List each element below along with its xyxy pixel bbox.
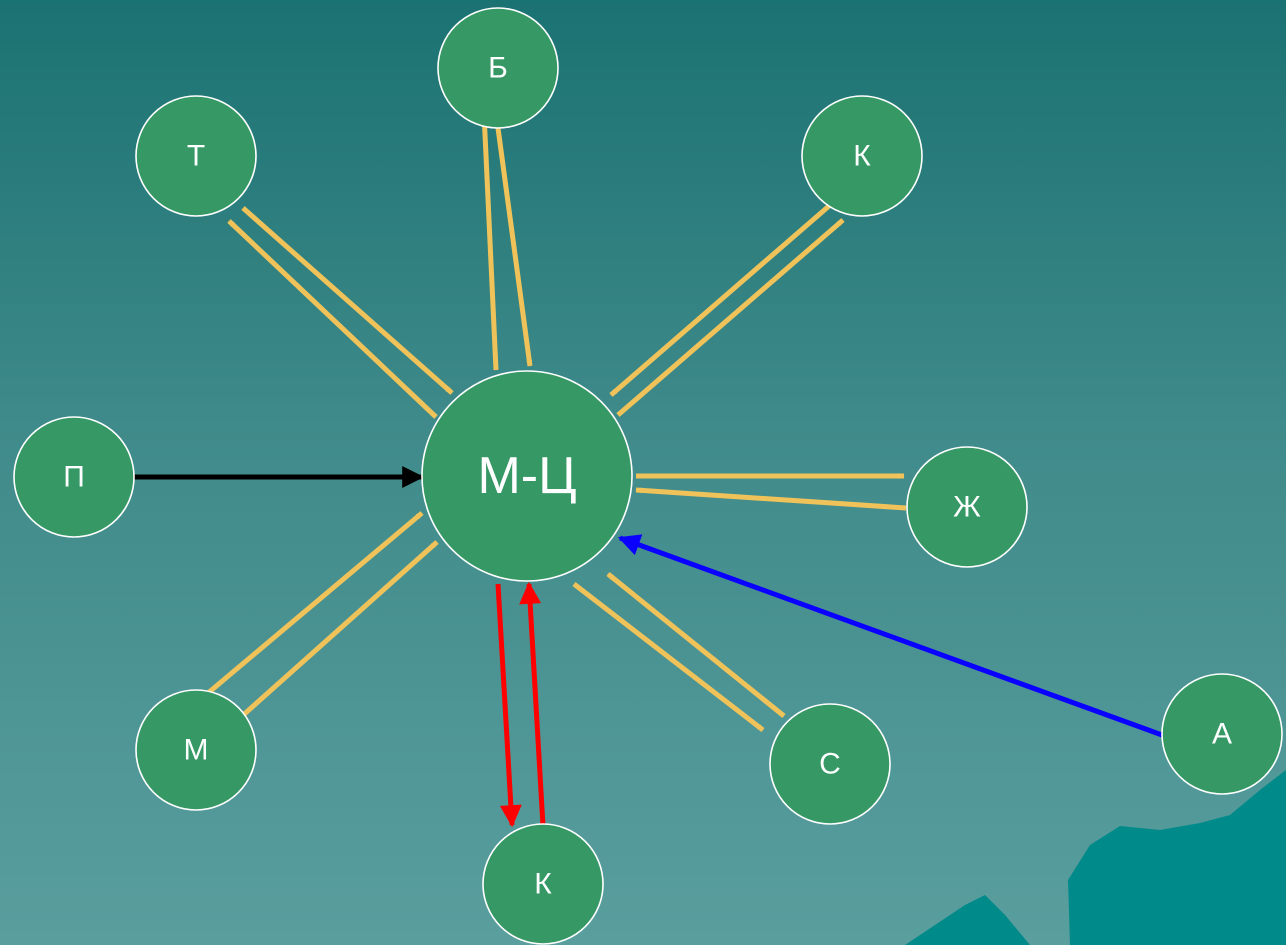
arrow-k_top-to-center — [609, 204, 831, 397]
node-k_bottom: К — [482, 823, 604, 945]
arrow-m-to-center — [193, 511, 424, 706]
arrow-center-to-b — [481, 112, 499, 371]
node-label: П — [63, 461, 85, 494]
node-s: С — [769, 703, 891, 825]
node-circle — [906, 446, 1028, 568]
node-k_top: К — [801, 95, 923, 217]
node-label: Ж — [953, 491, 981, 524]
node-label: К — [534, 868, 552, 901]
node-p: П — [13, 416, 135, 538]
node-label: Т — [187, 140, 205, 173]
node-circle — [135, 689, 257, 811]
arrow-center-to-t — [227, 219, 438, 419]
arrow-t-to-center — [241, 206, 454, 395]
node-t: Т — [135, 95, 257, 217]
decorative-shape — [905, 770, 1286, 945]
node-label: С — [819, 748, 841, 781]
arrow-s-to-center — [606, 572, 786, 718]
node-label: М — [184, 734, 209, 767]
arrow-zh-to-center — [635, 487, 907, 511]
node-circle — [135, 95, 257, 217]
node-circle — [421, 370, 633, 582]
node-a: А — [1161, 673, 1283, 795]
node-circle — [769, 703, 891, 825]
node-circle — [482, 823, 604, 945]
arrow-center-to-k_top — [616, 218, 845, 417]
arrow-m-to-center — [239, 540, 439, 719]
node-zh: Ж — [906, 446, 1028, 568]
arrow-k_bottom-to-center — [519, 581, 546, 827]
node-m: М — [135, 689, 257, 811]
node-label: К — [853, 140, 871, 173]
arrow-center-to-s — [572, 582, 765, 732]
node-b: Б — [437, 7, 559, 129]
arrow-center-to-k_bottom — [495, 583, 522, 828]
node-circle — [437, 7, 559, 129]
node-circle — [13, 416, 135, 538]
arrow-a-to-center — [617, 534, 1163, 738]
node-label: Б — [488, 52, 508, 85]
node-circle — [1161, 673, 1283, 795]
node-circle — [801, 95, 923, 217]
node-center: М-Ц — [421, 370, 633, 582]
arrow-b-to-center — [495, 127, 533, 367]
node-label: М-Ц — [477, 447, 576, 505]
node-label: А — [1212, 718, 1232, 751]
